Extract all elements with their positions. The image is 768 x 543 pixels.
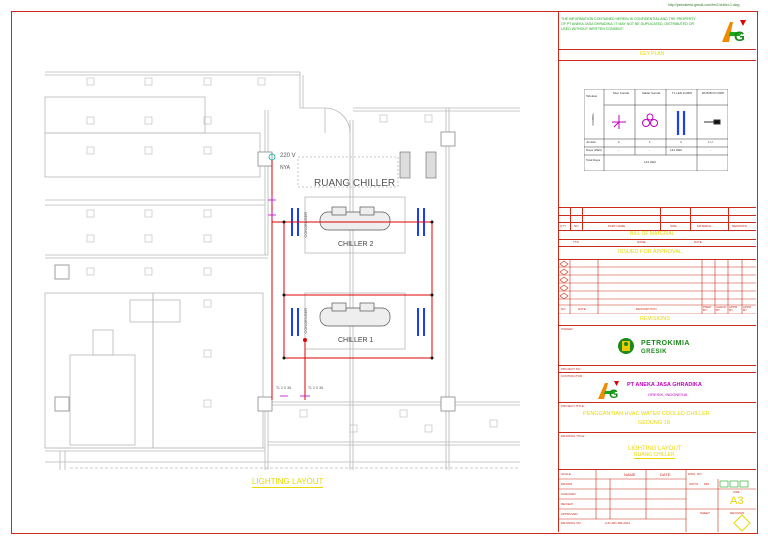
bom-part: PART NAME (608, 224, 626, 228)
units-label: UNITS (689, 482, 698, 486)
legend-jumlah-3: 4 (680, 140, 682, 144)
approved-label: APPROVED (561, 512, 578, 516)
legend-row-jumlah: Jumlah (586, 140, 596, 144)
project-title-line-1: PENGGANTIAN HVAC WATER COOLED CHILLER (583, 411, 710, 417)
info-grid (558, 469, 756, 532)
legend-daya-4: - (710, 148, 711, 152)
rev-prep: PREP BY (703, 305, 712, 312)
lamp-note-left: TL 2 X 36 (276, 386, 292, 390)
legend-col-1: Stop Kontak (612, 91, 630, 95)
rev-appr-1: APPR BY (729, 305, 738, 312)
legend-jumlah-4: 1 U (708, 140, 713, 144)
chiller-machines (319, 206, 391, 327)
legend-row-total: Total Daya (586, 158, 601, 162)
legend-row-header: Tabulasi (586, 94, 598, 98)
contractor-label: CONTRACTOR : (561, 374, 584, 378)
title-block (558, 11, 757, 532)
owner-name-2: GRESIK (641, 349, 668, 355)
scale-label: SCALE (561, 472, 571, 476)
paper-label: SIZE (733, 490, 740, 494)
legend-daya-3: 144 Watt (670, 148, 682, 152)
drawing-title-line-1: LIGHTING LAYOUT (628, 446, 682, 452)
condenser-1-label: CONDENSER (303, 308, 308, 334)
owner-name-1: PETROKIMIA (641, 340, 690, 347)
units-value: MM (704, 482, 709, 486)
svg-text:G: G (734, 28, 745, 44)
floor-plan (44, 71, 520, 470)
owner-label: OWNER : (561, 327, 575, 331)
issued-for-approval-title: ISSUED FOR APPROVAL (618, 249, 683, 255)
paper-size-value: A3 (730, 495, 744, 507)
switch-symbols (268, 196, 310, 397)
drawing-title-label: DRAWING TITLE : (561, 434, 587, 438)
room-label: RUANG CHILLER (314, 178, 396, 189)
bom-remarks: REMARKS (732, 224, 747, 228)
review-label: REVIEW (561, 502, 573, 506)
svg-text:G: G (609, 387, 618, 400)
checked-label: CHECKED (561, 492, 576, 496)
approval-ttd: TTD (573, 240, 579, 244)
lamp-note-right: TL 2 X 36 (308, 386, 324, 390)
legend-table: Tabulasi SYMBOL Stop Kontak Saklar Ganda… (584, 89, 728, 171)
architecture-lines (44, 71, 520, 470)
drawing-title-line-2: RUANG CHILLER (634, 452, 675, 459)
sheet-border (11, 11, 758, 534)
legend-jumlah-2: 1 (649, 140, 651, 144)
drawn-label: DRAWN (561, 482, 573, 486)
pump-units (399, 151, 437, 179)
voltage-label: 220 V (280, 153, 296, 159)
panel-symbol (268, 153, 276, 161)
legend-col-3: TL LED 2x36W (671, 91, 693, 95)
legend-total-value: 144 Watt (644, 160, 656, 164)
ceiling-markers (86, 77, 498, 433)
structural-columns (54, 131, 456, 412)
key-plan-title: KEY PLAN (640, 51, 665, 57)
approval-date: DATE (694, 240, 702, 244)
owner-logo (616, 336, 636, 356)
sheet-label: SHEET (700, 511, 711, 515)
condenser-2-label: CONDENSER (303, 212, 308, 238)
contractor-name: PT ANEKA JASA GHRADIKA (627, 382, 702, 388)
project-title-label: PROJECT TITLE : (561, 404, 586, 408)
revisions-title: REVISIONS (640, 316, 670, 322)
junction-points (282, 220, 434, 360)
bill-of-material-title: BILL OF MATERIAL (630, 231, 675, 237)
legend-symbol-label: SYMBOL (591, 113, 595, 126)
legend-daya-1: - (618, 148, 619, 152)
legend-jumlah-1: 2 (618, 140, 620, 144)
bom-material: MATERIAL (697, 224, 712, 228)
revision-label: REVISION (730, 511, 745, 515)
dwg-no-label: DWG. NO. (688, 472, 703, 476)
layout-title: LIGHTING LAYOUT (252, 477, 324, 488)
chiller-1-label: CHILLER 1 (338, 337, 374, 344)
project-no-label: PROJECT NO : (561, 367, 582, 371)
contractor-logo: G (597, 380, 625, 401)
cable-label: NYA (280, 165, 290, 171)
rev-check: CHECK BY (716, 305, 727, 312)
bom-qty: QTY (560, 224, 567, 228)
revision-grid (558, 259, 756, 314)
date-label: DATE (660, 472, 671, 477)
project-title-line-2: GEDUNG 1B (638, 420, 671, 426)
bom-size: SIZE (670, 224, 677, 228)
rev-date: DATE (578, 307, 586, 311)
contractor-city: GRESIK, INDONESIA (648, 392, 688, 397)
legend-row-daya: Daya (Watt) (586, 148, 602, 152)
confidential-notice: THE INFORMATION CONTAINED HEREIN IS CONF… (561, 17, 696, 31)
legend-daya-2: - (649, 148, 650, 152)
legend-col-4: MCB BOX/ MDP (701, 91, 725, 95)
drawing-code: http://petrokimia-gresik.com/fm/1/chille… (668, 3, 740, 7)
chiller-2-label: CHILLER 2 (338, 241, 374, 248)
company-logo: G (720, 18, 752, 44)
legend-col-2: Saklar Ganda (641, 91, 661, 95)
rev-no: NO (561, 307, 566, 311)
drawing-no-label: DRAWING NO. (561, 521, 582, 525)
bom-no: NO (574, 224, 579, 228)
wiring-lines (271, 160, 433, 400)
name-label: NAME (624, 472, 636, 477)
drawing-no-value: AJG-001-ME-2024 (605, 521, 631, 525)
rev-description: DESCRIPTION (636, 307, 657, 311)
rev-appr-2: APPR BY (743, 305, 752, 312)
approval-name: NAME (637, 240, 646, 244)
